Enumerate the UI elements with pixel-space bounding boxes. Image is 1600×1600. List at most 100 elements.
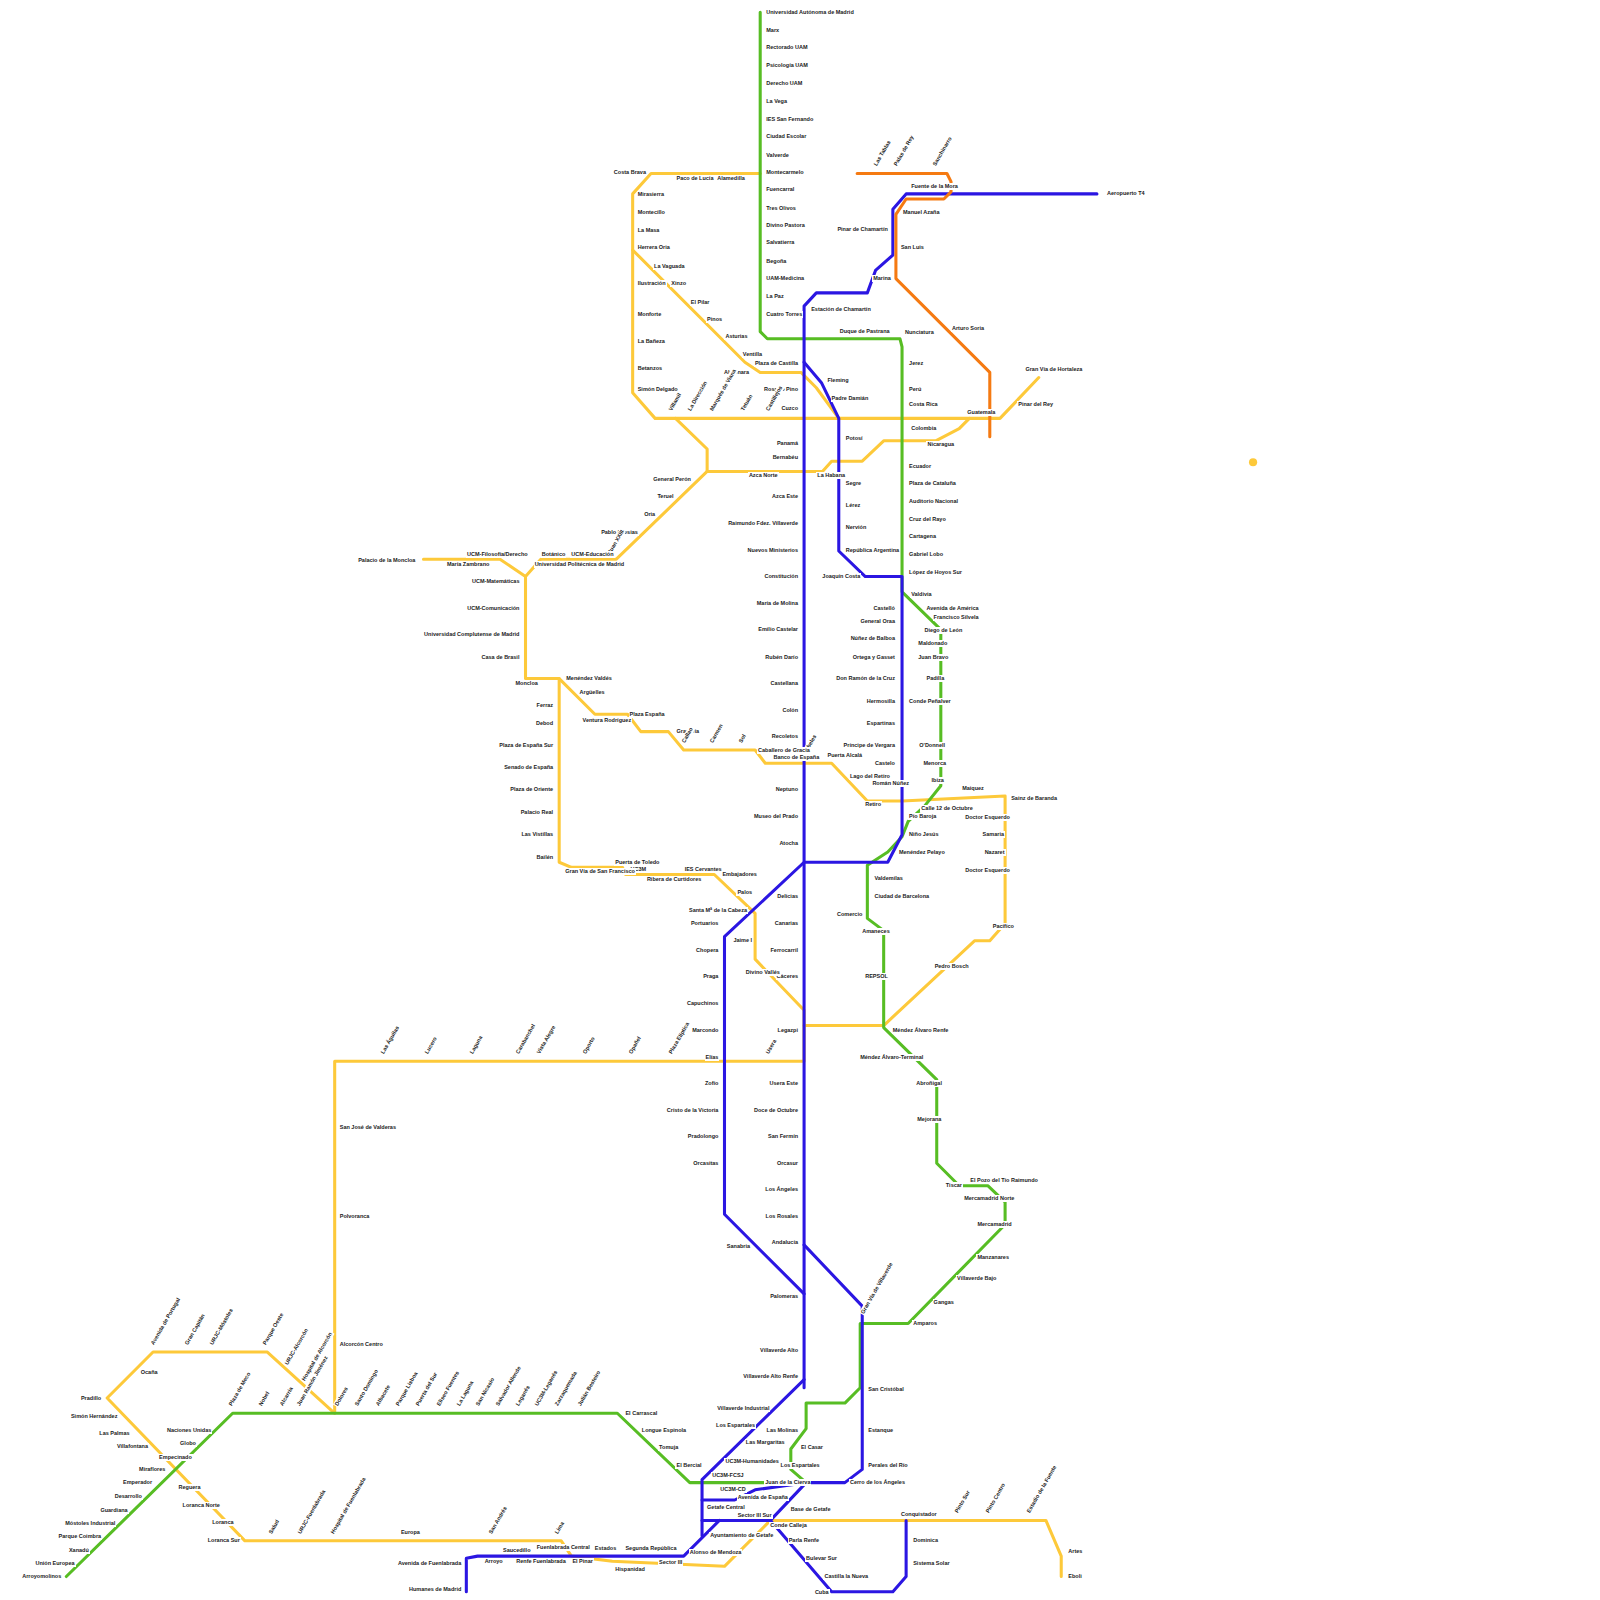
station-label: Saucedillo: [502, 1547, 532, 1554]
station-label: Fuencarral: [765, 186, 795, 193]
station-label: Marina: [872, 275, 892, 282]
blue-line: [724, 362, 902, 1294]
station-label: Castellana: [770, 680, 800, 687]
station-label: Palacio Real: [520, 809, 554, 816]
station-label: Costa Brava: [613, 169, 647, 176]
station-label: Pinos: [706, 316, 723, 323]
station-label: Globo: [179, 1440, 197, 1447]
station-label: Dominica: [912, 1537, 939, 1544]
station-label: Cartagena: [908, 533, 937, 540]
station-label: Pinto Sur: [953, 1489, 972, 1515]
station-label: Tetuán: [739, 393, 755, 413]
station-label: Hispanidad: [614, 1566, 646, 1573]
station-label: Gran Vía de San Francisco: [564, 868, 636, 875]
station-label: Dolores: [333, 1385, 350, 1408]
station-label: Ibiza: [931, 777, 945, 784]
station-label: Bailén: [536, 854, 555, 861]
station-label: Zofío: [704, 1080, 719, 1087]
station-label: Andalucía: [771, 1239, 799, 1246]
station-label: Las Vistillas: [520, 831, 554, 838]
station-label: Pedro Bosch: [934, 963, 970, 970]
station-label: Loranca: [211, 1519, 234, 1526]
station-label: Manzanares: [976, 1254, 1010, 1261]
station-label: Usera: [764, 1038, 779, 1056]
station-label: Mirasierra: [637, 191, 665, 198]
station-label: Universidad Autónoma de Madrid: [765, 9, 855, 16]
station-label: Mercamadrid: [976, 1221, 1012, 1228]
station-label: Legazpi: [777, 1027, 799, 1034]
station-label: Naciones Unidas: [166, 1427, 212, 1434]
station-label: Gran Capitán: [183, 1312, 207, 1347]
station-label: Conde Calleja: [769, 1522, 807, 1529]
station-label: Doctor Esquerdo: [964, 814, 1011, 821]
station-label: Canarias: [774, 920, 799, 927]
station-label: Hermosilla: [866, 698, 896, 705]
station-label: Padilla: [925, 675, 945, 682]
station-label: Moncloa: [515, 680, 539, 687]
station-label: Méndez Álvaro-Terminal: [859, 1054, 924, 1061]
station-label: Comercio: [836, 911, 863, 918]
yellow-line: [676, 418, 970, 471]
station-label: Mejorana: [916, 1116, 942, 1123]
station-label: El Carrascal: [624, 1410, 658, 1417]
station-label: San José de Valderas: [339, 1124, 397, 1131]
station-label: Cristo de la Victoria: [666, 1107, 720, 1114]
station-label: La Masa: [637, 227, 661, 234]
station-label: Laguna: [468, 1034, 485, 1056]
station-label: María Zambrano: [446, 561, 490, 568]
station-label: Nobel: [257, 1390, 272, 1408]
station-label: Sistema Solar: [912, 1560, 950, 1567]
station-label: San Andrés: [487, 1504, 509, 1536]
station-label: UC3M-FCSJ: [711, 1472, 744, 1479]
station-label: Joaquín Costa: [821, 573, 861, 580]
station-label: Simón Hernández: [70, 1413, 118, 1420]
station-label: Potosí: [845, 435, 864, 442]
station-label: Begoña: [765, 258, 787, 265]
station-label: Tiscar: [945, 1182, 963, 1189]
station-label: Desarrollo: [114, 1493, 143, 1500]
station-label: San Luis: [900, 244, 925, 251]
station-label: Orcasur: [776, 1160, 799, 1167]
station-label: Plaza de Castilla: [754, 360, 799, 367]
station-label: Menorca: [922, 760, 947, 767]
station-label: Parque Oeste: [261, 1311, 286, 1347]
station-label: Las Palmas: [98, 1430, 130, 1437]
station-label: Gran Vía de Hortaleza: [1024, 366, 1083, 373]
station-label: Julián Besteiro: [576, 1369, 603, 1408]
station-label: Menéndez Pelayo: [898, 849, 946, 856]
station-label: IES San Fernando: [765, 116, 814, 123]
station-label: Marcondo: [691, 1027, 719, 1034]
station-label: Gangas: [933, 1299, 955, 1306]
station-label: Niño Jesús: [908, 831, 939, 838]
station-label: O'Donnell: [918, 742, 946, 749]
station-label: Salvatierra: [765, 239, 795, 246]
station-label: Puerta de Toledo: [614, 859, 660, 866]
station-label: Amaneces: [861, 928, 891, 935]
station-label: Alcarria: [278, 1385, 295, 1408]
station-label: Simón Delgado: [637, 386, 679, 393]
station-label: Pinar del Rey: [1017, 401, 1054, 408]
station-label: Aeropuerto T4: [1106, 190, 1146, 197]
station-label: Don Ramón de la Cruz: [835, 675, 896, 682]
station-label: El Pinar: [571, 1558, 593, 1565]
station-label: Carmen: [708, 722, 725, 745]
station-label: Divino Pastora: [765, 222, 806, 229]
orange-line: [857, 173, 990, 436]
station-label: Cerro de los Ángeles: [849, 1479, 906, 1486]
station-label: Eboli: [1067, 1573, 1082, 1580]
station-label: Villamil: [667, 391, 684, 413]
station-label: Méndez Álvaro Renfe: [892, 1027, 950, 1034]
station-label: UCM-Comunicación: [466, 605, 520, 612]
station-label: Alcorcón Centro: [339, 1341, 384, 1348]
station-label: Caballero de Gracia: [757, 747, 811, 754]
station-label: Senado de España: [503, 764, 554, 771]
station-label: Emilio Castelar: [757, 626, 799, 633]
station-label: Villaverde Alto Renfe: [742, 1373, 799, 1380]
station-label: Perales del Río: [867, 1462, 908, 1469]
station-label: La Vega: [765, 98, 788, 105]
station-label: Banco de España: [772, 754, 820, 761]
station-label: Ciudad de Barcelona: [873, 893, 930, 900]
station-label: Monforte: [637, 311, 663, 318]
station-label: El Pilar: [690, 299, 711, 306]
